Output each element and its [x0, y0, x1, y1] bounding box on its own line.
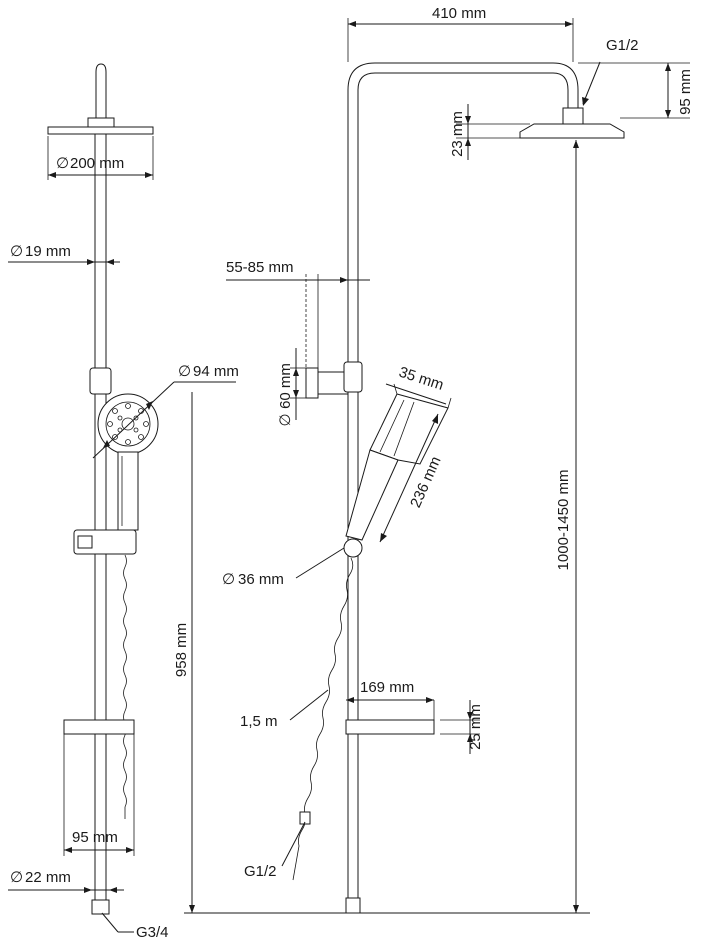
front-head-connector — [87, 117, 115, 128]
label-169mm: 169 mm — [360, 679, 414, 696]
front-rain-head — [47, 126, 154, 135]
label-dia-symbol-22: ∅ — [10, 869, 23, 886]
front-riser-top — [95, 63, 107, 126]
label-410mm: 410 mm — [432, 5, 486, 22]
label-25mm: 25 mm — [467, 704, 484, 750]
label-200mm: 200 mm — [70, 155, 124, 172]
side-bottom-fitting — [345, 897, 361, 914]
label-95mm-head: 95 mm — [677, 69, 694, 115]
label-95mm-shelf: 95 mm — [72, 829, 118, 846]
side-view — [292, 62, 625, 914]
side-hose — [292, 557, 354, 881]
label-36mm: 36 mm — [238, 571, 284, 588]
front-holder-upper — [89, 367, 112, 395]
front-view — [47, 63, 159, 915]
side-dimensions — [226, 18, 690, 913]
side-slider-knob — [343, 538, 363, 558]
label-23mm: 23 mm — [449, 111, 466, 157]
label-22mm: 22 mm — [25, 869, 71, 886]
label-g34: G3/4 — [136, 924, 169, 941]
label-19mm: 19 mm — [25, 243, 71, 260]
side-soap-shelf — [345, 719, 435, 735]
side-holder-upper — [343, 361, 363, 393]
front-soap-shelf — [63, 719, 135, 735]
side-hand-shower — [345, 393, 449, 541]
side-wall-bracket-plate — [305, 367, 319, 399]
front-dimensions — [8, 136, 590, 933]
label-dia-symbol-19: ∅ — [10, 243, 23, 260]
label-dia-symbol-60: ∅ — [277, 413, 294, 426]
side-head-connector — [562, 107, 584, 125]
label-1000-1450mm: 1000-1450 mm — [555, 470, 572, 571]
side-hose-nut — [299, 811, 311, 825]
front-hand-shower — [97, 393, 159, 531]
front-bottom-fitting — [91, 899, 110, 915]
label-94mm: 94 mm — [193, 363, 239, 380]
label-60mm: 60 mm — [277, 363, 294, 409]
label-dia-symbol-94: ∅ — [178, 363, 191, 380]
label-958mm: 958 mm — [173, 623, 190, 677]
label-hose-length: 1,5 m — [240, 713, 278, 730]
label-dia-symbol-200: ∅ — [56, 155, 69, 172]
front-main-rail — [94, 133, 107, 910]
front-hose — [123, 554, 127, 819]
side-wall-bracket — [315, 371, 349, 395]
label-dia-symbol-36: ∅ — [222, 571, 235, 588]
label-g12-bottom: G1/2 — [244, 863, 277, 880]
front-slider-knob — [77, 535, 93, 549]
side-rain-head — [519, 123, 625, 139]
label-55-85mm: 55-85 mm — [226, 259, 294, 276]
label-35mm: 35 mm — [397, 364, 446, 394]
label-g12-top: G1/2 — [606, 37, 639, 54]
